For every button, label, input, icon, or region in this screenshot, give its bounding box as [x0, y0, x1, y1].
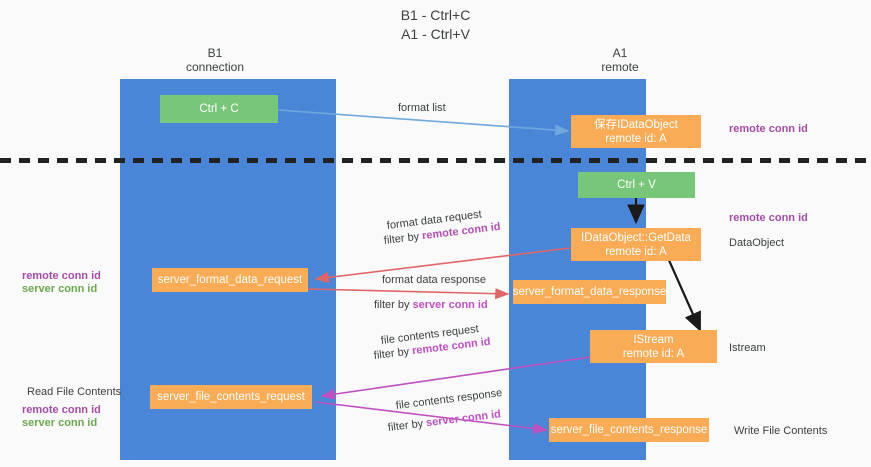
filter-prefix-3: filter by [373, 345, 413, 362]
edge-label-format-list: format list [398, 102, 446, 114]
side-label-istream: Istream [729, 342, 766, 354]
node-store-dataobject-line1: 保存IDataObject [594, 118, 678, 131]
side-label-left-server-conn-id-mid: server conn id [22, 283, 98, 295]
side-label-dataobject: DataObject [729, 237, 785, 249]
lane-header-b1: B1 connection [150, 46, 280, 74]
node-ctrl-c-label: Ctrl + C [199, 103, 239, 115]
diagram-title-line2: A1 - Ctrl+V [401, 26, 470, 42]
lane-header-b1-name: B1 [207, 46, 223, 60]
node-store-dataobject[interactable]: 保存IDataObject remote id: A [571, 115, 701, 148]
node-istream-line2: remote id: A [622, 347, 685, 360]
node-getdata-line1: IDataObject::GetData [581, 231, 691, 244]
edge-label-format-data-response-filter: filter by server conn id [374, 298, 488, 313]
phase-divider [0, 158, 871, 163]
node-ctrl-v[interactable]: Ctrl + V [578, 172, 695, 198]
diagram-title-line1: B1 - Ctrl+C [400, 7, 471, 23]
edge-format-data-request [314, 247, 571, 284]
filter-key-server-conn-id-1: server conn id [412, 299, 488, 311]
node-server-file-contents-request-label: server_file_contents_request [157, 391, 305, 403]
side-label-remote-conn-id-top: remote conn id [729, 123, 808, 135]
lane-header-a1: A1 remote [555, 46, 685, 74]
node-server-file-contents-response[interactable]: server_file_contents_response [549, 418, 709, 442]
edge-file-contents-response [315, 401, 548, 435]
node-getdata[interactable]: IDataObject::GetData remote id: A [571, 228, 701, 261]
side-label-left-remote-conn-id-mid: remote conn id [22, 270, 101, 282]
node-istream-line1: IStream [633, 333, 674, 346]
side-label-write-file-contents: Write File Contents [734, 425, 828, 437]
node-ctrl-v-label: Ctrl + V [617, 179, 656, 191]
edge-format-data-response [307, 288, 510, 300]
node-getdata-line2: remote id: A [605, 245, 667, 258]
node-server-format-data-response-label: server_format_data_response [512, 286, 667, 298]
side-label-left-server-conn-id-bot: server conn id [22, 417, 98, 429]
side-label-read-file-contents: Read File Contents [27, 386, 122, 398]
node-server-format-data-request[interactable]: server_format_data_request [152, 268, 308, 292]
filter-prefix-2: filter by [374, 299, 413, 311]
node-server-format-data-request-label: server_format_data_request [157, 274, 303, 286]
node-server-file-contents-request[interactable]: server_file_contents_request [150, 385, 312, 409]
lane-header-a1-name: A1 [612, 46, 628, 60]
side-label-left-remote-conn-id-bot: remote conn id [22, 404, 101, 416]
node-server-format-data-response[interactable]: server_format_data_response [513, 280, 666, 304]
node-store-dataobject-line2: remote id: A [605, 132, 667, 145]
lane-header-b1-sub: connection [185, 60, 245, 74]
filter-prefix-4: filter by [387, 417, 427, 434]
node-server-file-contents-response-label: server_file_contents_response [550, 424, 708, 436]
node-ctrl-c[interactable]: Ctrl + C [160, 95, 278, 123]
node-istream[interactable]: IStream remote id: A [590, 330, 717, 363]
edge-getdata-istream [666, 257, 702, 333]
filter-prefix-1: filter by [383, 230, 423, 247]
side-label-remote-conn-id-mid: remote conn id [729, 212, 808, 224]
lane-header-a1-sub: remote [601, 60, 639, 74]
edge-format-list [277, 109, 570, 136]
edge-file-contents-request [320, 356, 591, 400]
edge-label-format-data-response: format data response [382, 274, 486, 286]
